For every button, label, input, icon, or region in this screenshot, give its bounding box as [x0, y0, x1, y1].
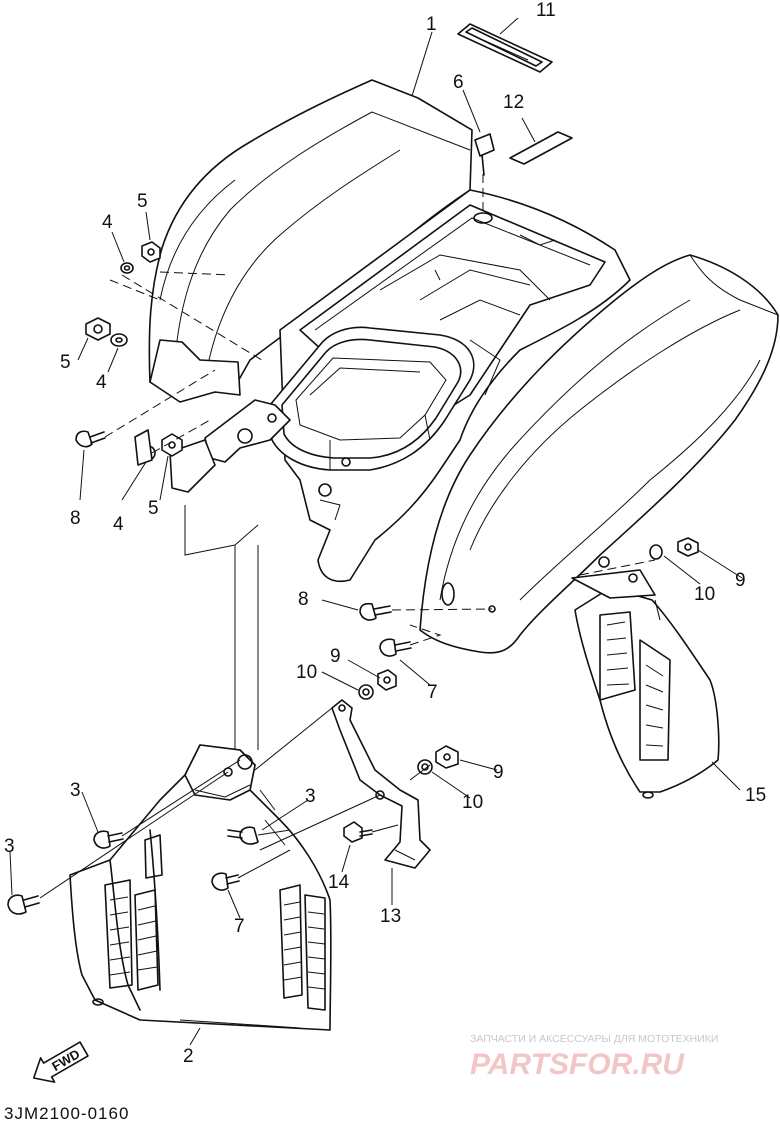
fwd-arrow-icon [32, 1041, 89, 1083]
callout-14: 14 [328, 872, 350, 893]
callout-4-top: 4 [102, 212, 113, 233]
callout-9-right: 9 [735, 570, 746, 591]
callout-1: 1 [426, 14, 437, 35]
callout-7-mid: 7 [427, 682, 438, 703]
fwd-arrow: FWD [32, 1041, 89, 1083]
nut-9-mid [377, 669, 397, 691]
washer-10-right [649, 544, 663, 560]
callout-10-mid: 10 [296, 662, 317, 683]
callout-9-mid: 9 [330, 646, 341, 667]
screw-7-low [211, 872, 229, 891]
callout-3-lower: 3 [4, 836, 15, 857]
callout-6: 6 [453, 72, 464, 93]
bolt-6 [474, 133, 495, 157]
label-part-12 [509, 131, 573, 165]
nut-9-low [435, 745, 459, 769]
callouts: 1 11 6 12 5 4 5 4 8 4 5 9 10 8 9 10 7 9 … [4, 0, 766, 1067]
callout-8-right: 8 [298, 589, 309, 610]
washer-10-mid [358, 684, 374, 700]
callout-12: 12 [503, 92, 524, 113]
watermark-logo: PARTSFOR.RU [470, 1048, 685, 1081]
watermark-tagline: ЗАПЧАСТИ И АКСЕССУАРЫ ДЛЯ МОТОТЕХНИКИ [470, 1033, 718, 1045]
washer-10-low [417, 759, 433, 775]
callout-7-low: 7 [234, 916, 245, 937]
bolt-8-left [75, 430, 93, 448]
callout-5-center: 5 [148, 498, 159, 519]
mud-flap-left-part-2 [69, 744, 332, 1031]
callout-3-upper: 3 [70, 780, 81, 801]
screw-3-upper [93, 830, 111, 849]
callout-5-left: 5 [60, 352, 71, 373]
callout-13: 13 [380, 906, 401, 927]
bolt-14 [343, 821, 363, 843]
bolt-8-right [359, 602, 377, 621]
fasteners [7, 133, 699, 915]
stay-bracket-part-13 [331, 699, 431, 869]
callout-5-top: 5 [137, 191, 148, 212]
callout-8-left: 8 [70, 508, 81, 529]
callout-11: 11 [536, 0, 556, 21]
screw-3-lower [7, 894, 27, 915]
bolt-7-mid [379, 638, 397, 657]
nut-9-right [677, 537, 699, 557]
assembly-lines [39, 160, 656, 899]
washer-4-left [110, 333, 128, 347]
washer-4-top [120, 262, 134, 274]
nut-5-top [141, 241, 161, 263]
callout-3-right: 3 [305, 786, 316, 807]
rear-fender-part-1 [148, 79, 779, 654]
mud-flap-right-part-15 [574, 587, 720, 799]
nut-5-left [85, 317, 111, 341]
callout-4-center: 4 [113, 514, 124, 535]
watermark: ЗАПЧАСТИ И АКСЕССУАРЫ ДЛЯ МОТОТЕХНИКИ PA… [470, 1033, 718, 1081]
strap-part-11 [457, 23, 553, 73]
callout-10-low: 10 [462, 792, 483, 813]
callout-2: 2 [183, 1046, 194, 1067]
callout-10-right: 10 [694, 584, 715, 605]
nut-5-center [161, 433, 183, 457]
screw-3-right [239, 826, 259, 845]
diagram-code: 3JM2100-0160 [4, 1104, 129, 1123]
callout-4-left: 4 [96, 372, 107, 393]
callout-9-low: 9 [493, 762, 504, 783]
callout-15: 15 [745, 785, 766, 806]
callout-leaders [9, 17, 743, 1046]
